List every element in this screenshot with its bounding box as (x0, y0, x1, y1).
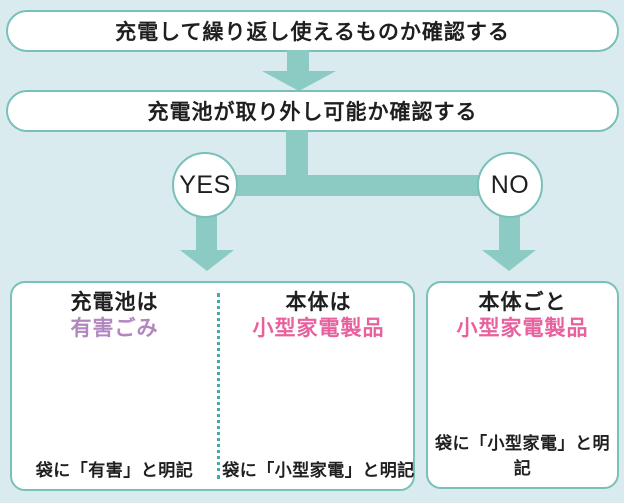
outcome-box-not-removable: 本体ごと 小型家電製品 袋に「小型家電」と明記 (426, 281, 619, 489)
dotted-divider (217, 293, 220, 479)
whole-unit-category: 小型家電製品 (456, 317, 589, 340)
flow-step-1-label: 充電して繰り返し使えるものか確認する (115, 21, 510, 44)
whole-unit-column: 本体ごと 小型家電製品 袋に「小型家電」と明記 (428, 283, 617, 487)
no-arrow-stem (499, 216, 520, 251)
no-arrow-head (482, 250, 536, 271)
battery-note: 袋に「有害」と明記 (35, 461, 194, 480)
whole-unit-subject: 本体ごと (478, 291, 567, 314)
outcome-box-removable: 充電池は 有害ごみ 袋に「有害」と明記 本体は 小型家電製品 袋に「小型家電」と… (10, 281, 415, 491)
battery-subject: 充電池は (70, 291, 159, 314)
yes-label: YES (179, 170, 231, 199)
yes-branch-circle: YES (172, 152, 238, 218)
yes-arrow-stem (196, 216, 217, 251)
battery-category: 有害ごみ (70, 317, 159, 340)
battery-column: 充電池は 有害ごみ 袋に「有害」と明記 (12, 283, 217, 489)
body-column: 本体は 小型家電製品 袋に「小型家電」と明記 (220, 283, 417, 489)
no-label: NO (490, 170, 530, 199)
flow-step-2-box: 充電池が取り外し可能か確認する (6, 90, 619, 132)
body-category: 小型家電製品 (252, 317, 385, 340)
whole-unit-note: 袋に「小型家電」と明記 (435, 434, 610, 478)
body-note: 袋に「小型家電」と明記 (222, 461, 415, 480)
body-subject: 本体は (285, 291, 352, 314)
arrow-down-head (262, 71, 336, 91)
branch-horizontal-bar (205, 175, 511, 196)
no-branch-circle: NO (477, 152, 543, 218)
arrow-down-stem (287, 50, 309, 72)
yes-arrow-head (180, 250, 234, 271)
flow-step-2-label: 充電池が取り外し可能か確認する (147, 101, 478, 124)
flow-step-1-box: 充電して繰り返し使えるものか確認する (6, 10, 619, 52)
